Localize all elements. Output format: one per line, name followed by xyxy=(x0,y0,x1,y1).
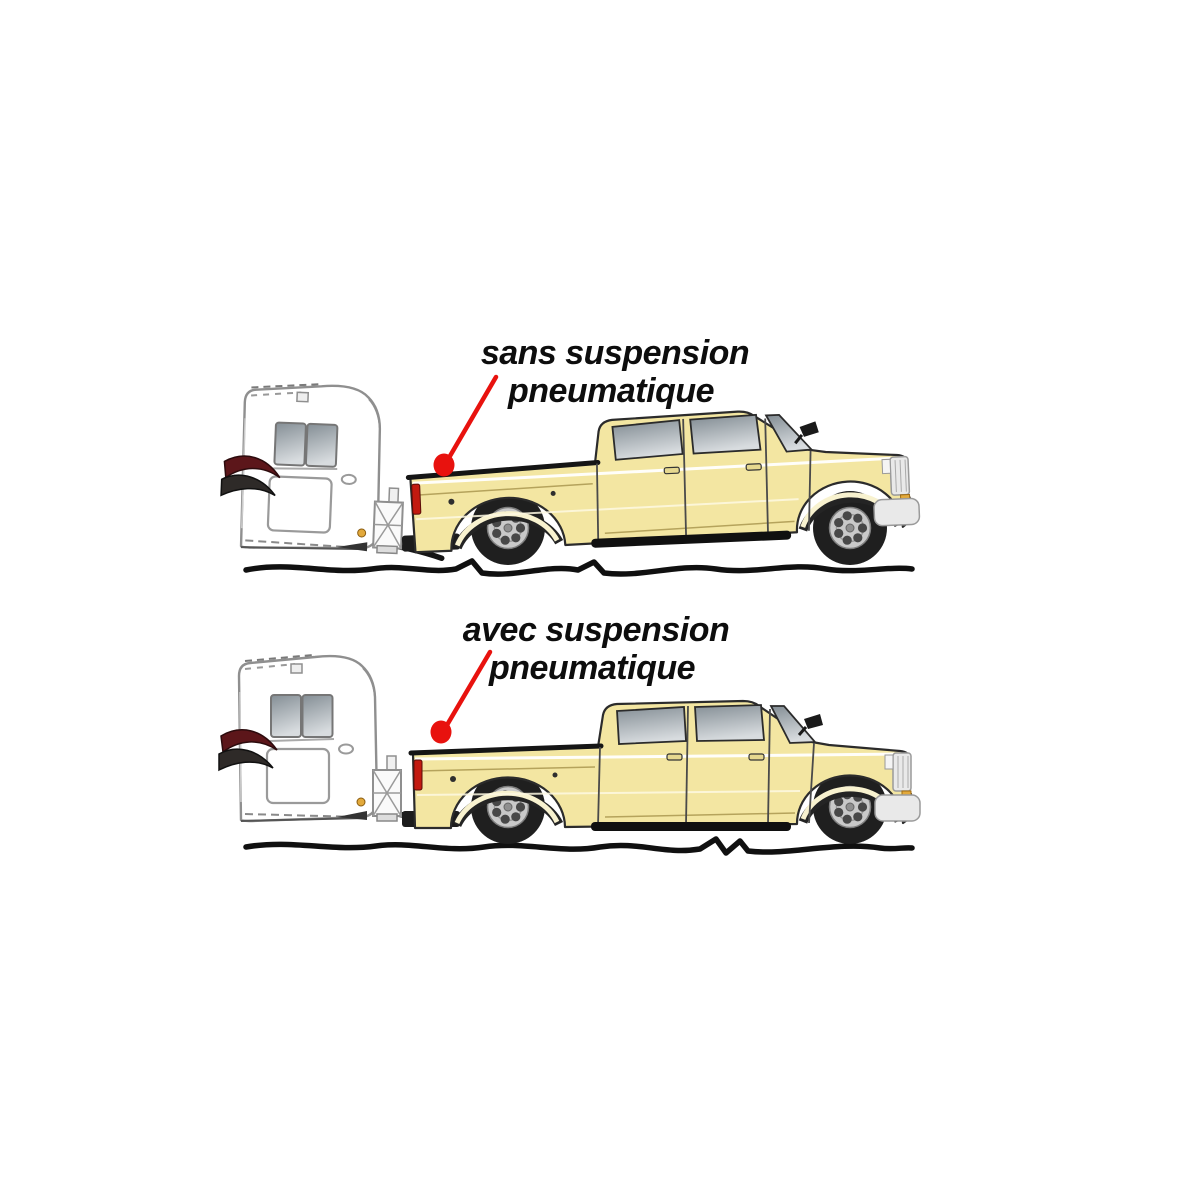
pointer-line xyxy=(447,374,499,459)
pointer-dot xyxy=(430,720,452,744)
ground-line xyxy=(243,558,915,577)
figure-with-air-suspension: avec suspension pneumatique xyxy=(219,611,920,856)
label-with-air-suspension-line2: pneumatique xyxy=(488,649,695,687)
pointer-dot xyxy=(433,453,455,477)
label-without-air-suspension-line1: sans suspension xyxy=(481,334,749,372)
pointer-line xyxy=(444,649,493,728)
label-without-air-suspension-line2: pneumatique xyxy=(507,372,714,410)
truck xyxy=(397,404,920,565)
label-with-air-suspension-line1: avec suspension xyxy=(463,611,730,649)
figure-without-air-suspension: sans suspension pneumatique xyxy=(219,334,920,577)
ground-line xyxy=(243,836,915,856)
caravan xyxy=(219,655,442,824)
truck xyxy=(402,701,920,844)
